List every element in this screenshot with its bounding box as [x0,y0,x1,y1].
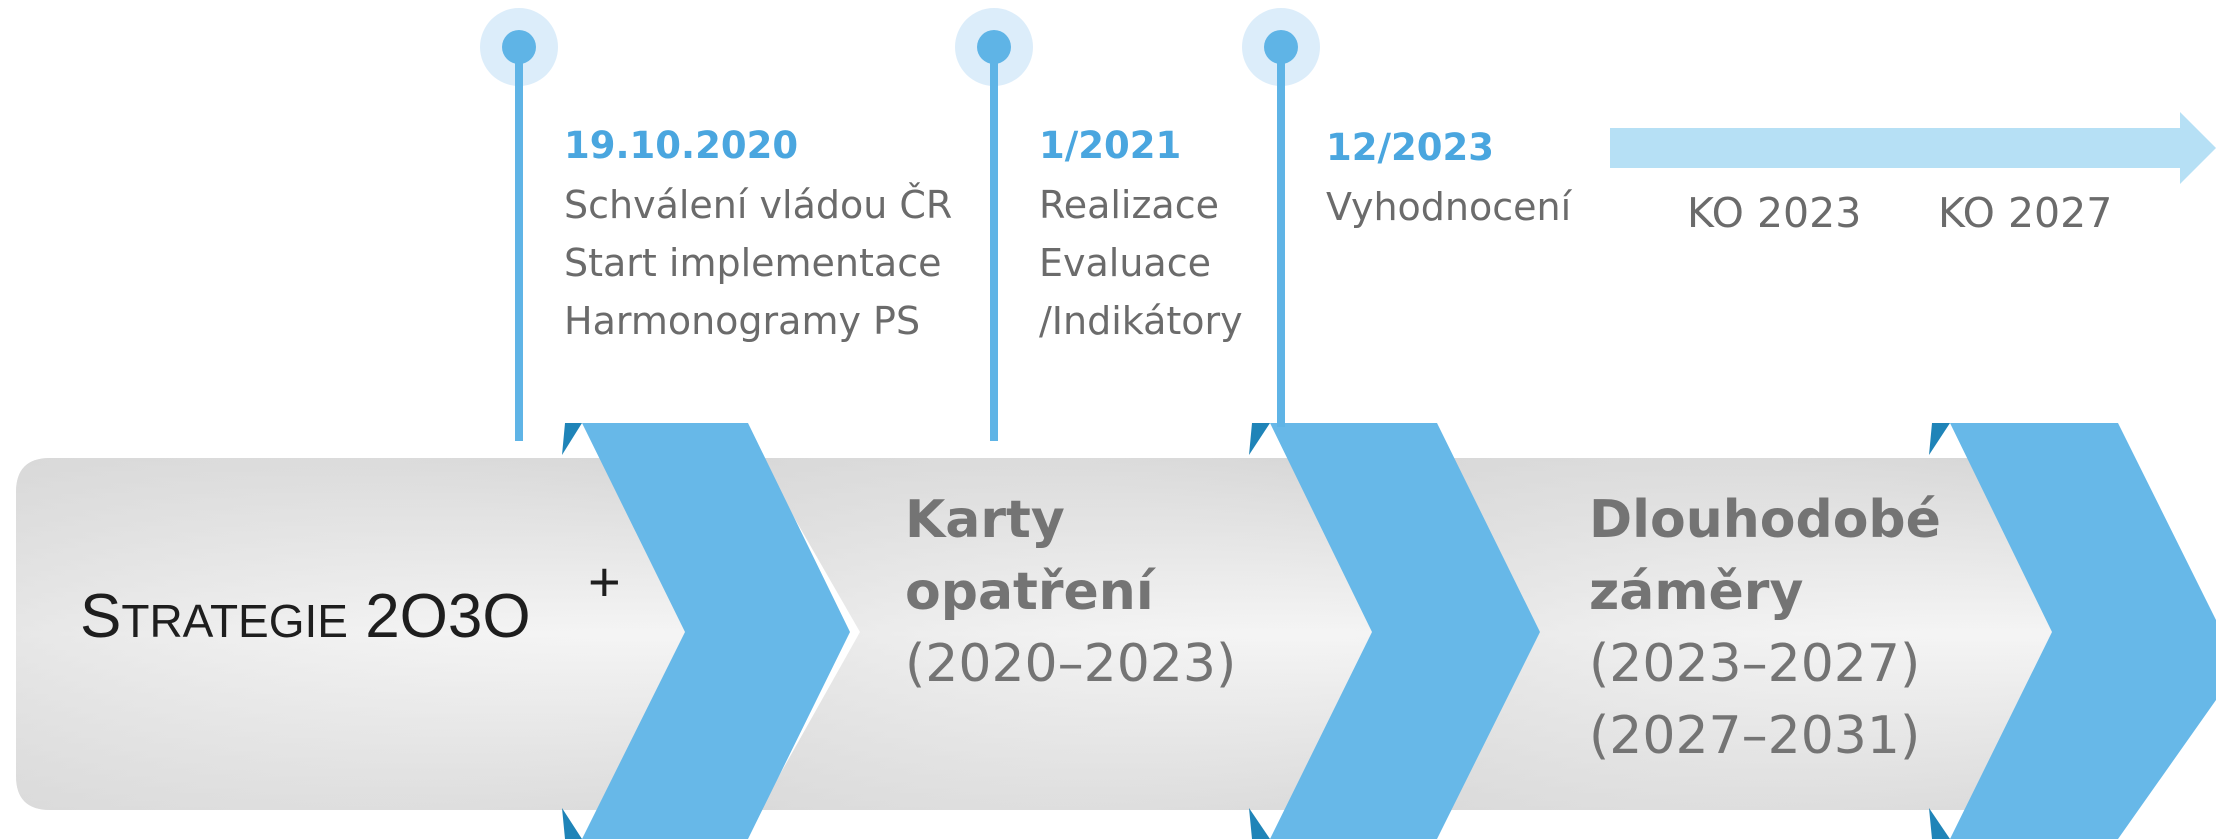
chevron-arrow-icon-3 [1929,423,2216,839]
phase-2-range-1: (2023–2027) [1589,634,1921,694]
chevron-arrow-icon-2 [1249,423,1540,839]
milestone-2-date: 1/2021 [1039,124,1182,167]
phase-1-range-1: (2020–2023) [905,634,1237,694]
strategie-2030-logo: STRATEGIE 2O3O + [80,554,621,668]
logo-word: TRATEGIE [121,595,348,647]
milestone-1-line-1: Schválení vládou ČR [564,183,953,227]
milestone-3-line-1: Vyhodnocení [1326,185,1572,229]
milestone-2-text: Realizace Evaluace /Indikátory [1039,176,1243,350]
milestone-3-text: Vyhodnocení [1326,178,1571,236]
milestone-pin-icon-1 [480,8,558,441]
ko-2027-label: KO 2027 [1938,189,2113,237]
phase-2-range-2: (2027–2031) [1589,706,1921,766]
phase-band-3 [1440,458,2100,810]
milestone-1-line-3: Harmonogramy PS [564,299,921,343]
phase-1-title-line-1: Karty [905,490,1065,550]
phase-band-2 [760,458,1410,810]
phase-1-title-line-2: opatření [905,562,1154,622]
logo-year: 2O3O [347,582,531,651]
milestone-pin-icon-3 [1242,8,1320,427]
milestone-2-line-2: Evaluace [1039,241,1211,285]
logo-plus: + [588,550,621,613]
milestone-1-line-2: Start implementace [564,241,942,285]
chevron-arrow-icon-1 [562,423,850,839]
phase-2-title-line-1: Dlouhodobé [1589,490,1941,550]
milestone-1-date: 19.10.2020 [564,124,799,167]
milestone-3-date: 12/2023 [1326,126,1494,169]
phase-1-label: Karty opatření (2020–2023) [905,484,1236,700]
milestone-1-text: Schválení vládou ČR Start implementace H… [564,176,952,350]
logo-initial: S [80,582,122,651]
phase-2-label: Dlouhodobé záměry (2023–2027) (2027–2031… [1589,484,1941,772]
milestone-pin-icon-2 [955,8,1033,441]
phase-2-title-line-2: záměry [1589,562,1804,622]
milestone-2-line-1: Realizace [1039,183,1219,227]
phase-band-1 [16,458,780,810]
milestone-2-line-3: /Indikátory [1039,299,1243,343]
ko-2023-label: KO 2023 [1687,189,1862,237]
arrow-right-icon [1610,112,2216,184]
